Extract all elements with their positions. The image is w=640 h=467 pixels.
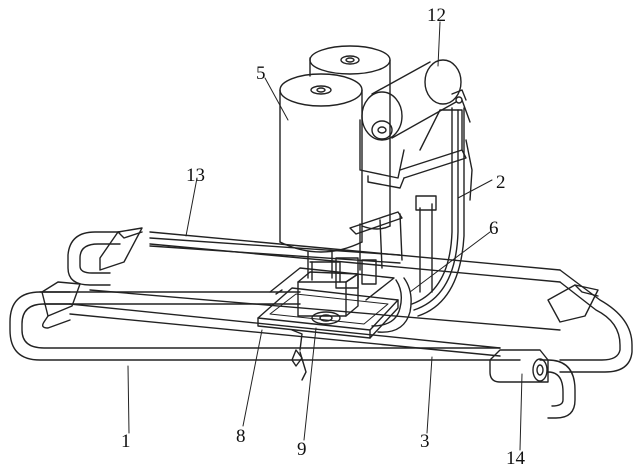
slide-carriage-8 — [257, 287, 399, 339]
callout-3: 3 — [420, 431, 430, 452]
tube-clamps — [41, 227, 599, 383]
leader-lines — [127, 21, 523, 451]
callout-labels: 1 2 3 5 6 8 9 12 13 14 — [121, 5, 526, 467]
hoses-2-6 — [371, 99, 473, 333]
support-posts — [349, 195, 437, 293]
cylinder-5 — [279, 73, 363, 279]
callout-9: 9 — [297, 439, 307, 460]
roller-12 — [359, 59, 467, 189]
cylinder-rear — [309, 45, 391, 230]
drive-mechanism-9 — [269, 257, 395, 381]
callout-1: 1 — [121, 431, 131, 452]
callout-6: 6 — [489, 218, 499, 239]
callout-2: 2 — [496, 172, 506, 193]
front-tube-frame — [9, 291, 576, 419]
rear-tube-frame — [67, 231, 633, 373]
callout-12: 12 — [427, 5, 446, 26]
inner-rails — [69, 289, 561, 357]
callout-5: 5 — [256, 63, 266, 84]
callout-13: 13 — [186, 165, 205, 186]
callout-8: 8 — [236, 426, 246, 447]
callout-14: 14 — [506, 448, 526, 467]
